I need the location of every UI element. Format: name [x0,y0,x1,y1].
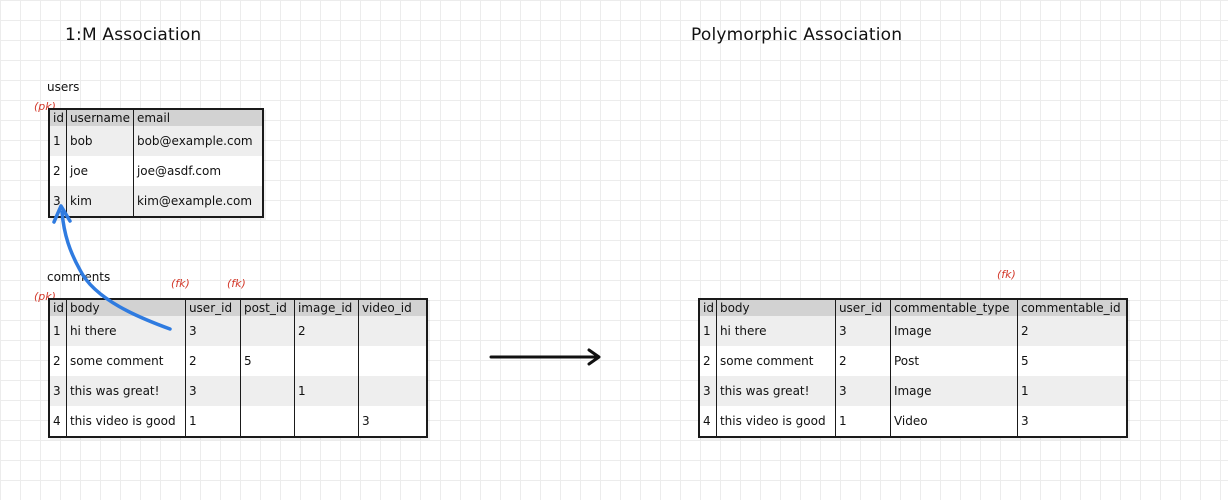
table-cell: 1 [184,406,241,437]
poly-col-id: id [699,299,717,316]
users-col-id: id [49,109,67,126]
table-row: 2 joe joe@asdf.com [49,156,263,186]
table-cell: 3 [184,316,241,346]
table-cell: 3 [834,316,891,346]
table-row: 1 hi there 3 2 [49,316,427,346]
comments-fk-note-post: (fk) [227,277,246,290]
table-cell [357,316,427,346]
table-cell: 1 [293,376,359,406]
table-row: 1 bob bob@example.com [49,126,263,156]
table-cell [357,376,427,406]
right-title: Polymorphic Association [691,25,903,45]
poly-col-user-id: user_id [834,299,891,316]
poly-col-body: body [715,299,836,316]
table-cell: hi there [715,316,836,346]
table-cell: 1 [1016,376,1127,406]
table-row: 2 some comment 2 Post 5 [699,346,1127,376]
table-row: 1 hi there 3 Image 2 [699,316,1127,346]
table-cell: some comment [65,346,186,376]
polymorphic-fk-note: (fk) [997,268,1016,281]
users-table: id username email 1 bob bob@example.com … [48,108,264,218]
comments-table: id body user_id post_id image_id video_i… [48,298,428,438]
users-col-email: email [132,109,263,126]
poly-col-commentable-type: commentable_type [889,299,1018,316]
table-cell: 3 [1016,406,1127,437]
table-cell: kim [65,186,134,217]
table-cell [239,376,295,406]
comments-col-post-id: post_id [239,299,295,316]
table-cell [293,346,359,376]
table-row: 4 this video is good 1 3 [49,406,427,437]
comments-table-name: comments [47,270,111,284]
table-cell: 2 [49,156,67,186]
polymorphic-comments-table: id body user_id commentable_type comment… [698,298,1128,438]
table-cell [239,406,295,437]
table-cell: 1 [699,316,717,346]
table-cell: this video is good [715,406,836,437]
table-cell: 2 [699,346,717,376]
left-title: 1:M Association [65,25,202,45]
comments-header-row: id body user_id post_id image_id video_i… [49,299,427,316]
table-cell: 1 [49,126,67,156]
table-row: 3 this was great! 3 Image 1 [699,376,1127,406]
table-cell: 1 [834,406,891,437]
table-cell [293,406,359,437]
table-row: 3 this was great! 3 1 [49,376,427,406]
comments-col-body: body [65,299,186,316]
poly-col-commentable-id: commentable_id [1016,299,1127,316]
comments-col-video-id: video_id [357,299,427,316]
table-cell: 2 [834,346,891,376]
users-header-row: id username email [49,109,263,126]
table-cell: this video is good [65,406,186,437]
table-cell: Post [889,346,1018,376]
users-table-name: users [47,80,80,94]
polymorphic-header-row: id body user_id commentable_type comment… [699,299,1127,316]
table-row: 2 some comment 2 5 [49,346,427,376]
table-cell: Image [889,376,1018,406]
table-row: 3 kim kim@example.com [49,186,263,217]
table-cell: 5 [1016,346,1127,376]
table-cell: 3 [49,376,67,406]
table-row: 4 this video is good 1 Video 3 [699,406,1127,437]
table-cell [239,316,295,346]
table-cell: 2 [293,316,359,346]
table-cell: 3 [699,376,717,406]
transform-arrow-head [587,348,601,366]
table-cell: 1 [49,316,67,346]
comments-fk-note-user: (fk) [171,277,190,290]
table-cell: 2 [184,346,241,376]
table-cell: joe@asdf.com [132,156,263,186]
table-cell: 4 [49,406,67,437]
table-cell: 3 [49,186,67,217]
table-cell: bob@example.com [132,126,263,156]
table-cell: hi there [65,316,186,346]
table-cell: joe [65,156,134,186]
table-cell: bob [65,126,134,156]
table-cell: 3 [357,406,427,437]
table-cell: 4 [699,406,717,437]
table-cell: Image [889,316,1018,346]
comments-col-image-id: image_id [293,299,359,316]
table-cell: 3 [834,376,891,406]
table-cell [357,346,427,376]
table-cell: 2 [49,346,67,376]
table-cell: this was great! [65,376,186,406]
table-cell: 2 [1016,316,1127,346]
table-cell: some comment [715,346,836,376]
comments-col-id: id [49,299,67,316]
table-cell: 3 [184,376,241,406]
table-cell: Video [889,406,1018,437]
users-col-username: username [65,109,134,126]
table-cell: kim@example.com [132,186,263,217]
table-cell: this was great! [715,376,836,406]
table-cell: 5 [239,346,295,376]
comments-col-user-id: user_id [184,299,241,316]
